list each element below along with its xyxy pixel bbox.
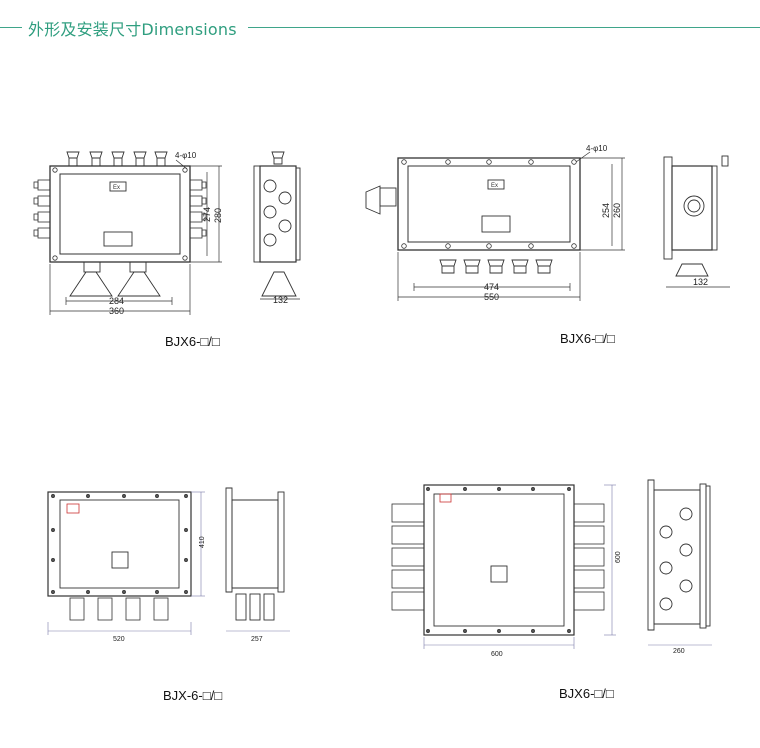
mounting-width-dimension: 474 [484,282,499,292]
ex-nameplate [66,503,80,514]
label-plate [111,551,129,569]
enclosure-flange [49,165,191,263]
dimension-lines [423,484,616,649]
ex-mark: Ex [491,183,498,189]
drawing-1-front-view: Ex 4-φ10 274 280 28 [33,151,223,316]
dimension-lines [397,151,625,301]
label-plate [103,231,133,247]
header-rule-left [0,27,22,28]
mounting-width-dimension: 284 [109,296,124,306]
drawing-3-side-view: 257 [225,487,290,643]
bottom-glands [69,261,161,297]
model-caption-1: BJX6-□/□ [165,334,220,349]
drawing-1-side-view: 132 [253,151,301,305]
top-cable-glands [66,151,168,167]
flange-bolts [401,159,577,249]
enclosure-flange [423,484,575,636]
right-side-glands [573,503,605,611]
inner-height-dimension: 254 [601,203,611,218]
left-side-glands [391,503,425,611]
depth-dimension: 257 [251,636,263,643]
model-caption-2: BJX6-□/□ [560,331,615,346]
drawing-4-front-view: 600 600 [391,484,622,658]
enclosure-flange [397,157,581,251]
ex-nameplate [109,181,127,192]
drawing-3-front-view: 520 410 [47,491,206,643]
label-plate [481,215,511,233]
drawing-2-front-view: Ex 4-φ10 254 260 474 550 [365,144,625,302]
bottom-glands [439,259,553,274]
drawing-4-side-view: 260 [647,479,712,655]
left-side-glands [33,179,51,239]
outer-height-dimension: 280 [213,208,223,223]
flange-bolts [51,494,188,594]
inner-height-dimension: 274 [202,207,212,222]
width-dimension: 520 [113,636,125,643]
section-title: 外形及安装尺寸Dimensions [28,20,237,39]
model-caption-4: BJX6-□/□ [559,686,614,701]
height-dimension: 410 [199,536,206,548]
depth-dimension: 132 [273,295,288,305]
label-plate [490,565,508,583]
enclosure-flange [47,491,192,597]
ex-mark: Ex [113,185,120,191]
section-header: 外形及安装尺寸Dimensions [0,0,760,52]
enclosure-cover [59,499,180,589]
hole-dimension: 4-φ10 [586,144,608,153]
drawing-2-side-view: 132 [663,155,730,288]
bottom-glands [69,597,169,621]
height-dimension: 600 [615,551,622,563]
overall-width-dimension: 550 [484,292,499,302]
right-side-glands [189,179,207,239]
overall-width-dimension: 360 [109,306,124,316]
depth-dimension: 132 [693,277,708,287]
width-dimension: 600 [491,651,503,658]
depth-dimension: 260 [673,648,685,655]
header-rule-right [248,27,760,28]
dimension-lines [47,491,205,635]
corner-bolts [52,167,188,261]
enclosure-cover [433,493,565,627]
model-caption-3: BJX-6-□/□ [163,688,223,703]
flange-bolts [426,487,571,633]
enclosure-cover [407,165,571,243]
dimension-lines [49,159,222,315]
enclosure-cover [59,173,181,255]
ex-nameplate [439,493,452,503]
hole-dimension: 4-φ10 [175,151,197,160]
outer-height-dimension: 260 [612,203,622,218]
side-gland [365,185,381,215]
